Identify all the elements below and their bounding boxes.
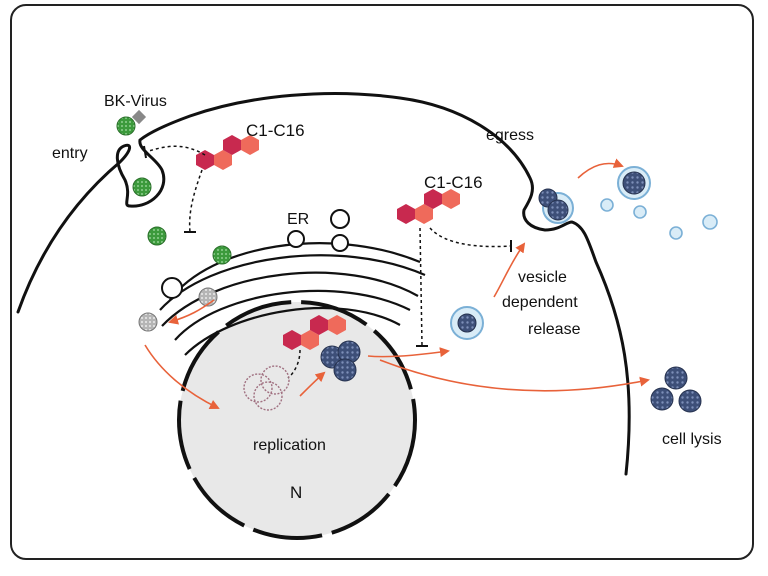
er-membranes xyxy=(159,242,426,356)
inhibition-bars xyxy=(143,145,512,347)
nucleus-virions xyxy=(320,340,361,382)
cell-membrane-left xyxy=(16,92,631,476)
cell-lysis-label: cell lysis xyxy=(662,431,722,448)
entry-label: entry xyxy=(52,145,88,162)
lysis-virions xyxy=(650,366,702,413)
inhibitor-molecule-top xyxy=(196,135,259,170)
er-vesicles xyxy=(161,209,350,299)
inhibitor-molecule-mid xyxy=(397,189,460,224)
egress-virions xyxy=(538,166,651,224)
inhibitor-molecule-nucleus xyxy=(283,315,346,350)
virus-particle xyxy=(664,366,688,390)
egress-label: egress xyxy=(486,127,534,144)
viral-dna-circles xyxy=(243,365,290,411)
release-label-line1: vesicle xyxy=(518,269,567,286)
release-vesicle xyxy=(450,306,484,340)
inhibitor-mid-label: C1-C16 xyxy=(424,173,483,192)
virus-particle xyxy=(650,387,674,411)
replication-label: replication xyxy=(253,437,326,454)
inhibitor-top-label: C1-C16 xyxy=(246,121,305,140)
virus-particle xyxy=(678,389,702,413)
virus-particle xyxy=(333,358,357,382)
pathway-arrows xyxy=(144,158,650,410)
arrow-to-er xyxy=(168,299,215,325)
arrow-to-nucleus xyxy=(144,344,220,410)
virus-particle xyxy=(132,177,152,197)
nucleus-label: N xyxy=(290,483,302,502)
virus-particle xyxy=(138,312,158,332)
virus-particle xyxy=(212,245,232,265)
released-vesicles xyxy=(600,198,718,240)
arrow-to-egress xyxy=(493,242,526,298)
green-virus-particles xyxy=(116,109,232,265)
virus-particle xyxy=(116,116,136,136)
arrow-release xyxy=(577,158,624,179)
arrow-to-vesicle xyxy=(367,347,450,358)
virus-particle xyxy=(147,226,167,246)
arrow-to-lysis xyxy=(379,359,650,392)
release-label-line3: release xyxy=(528,321,581,338)
er-label: ER xyxy=(287,211,309,228)
release-label-line2: dependent xyxy=(502,294,578,311)
inhibition-lines xyxy=(144,145,511,379)
virus-label: BK-Virus xyxy=(104,93,167,110)
arrow-dna-to-virions xyxy=(299,371,326,397)
